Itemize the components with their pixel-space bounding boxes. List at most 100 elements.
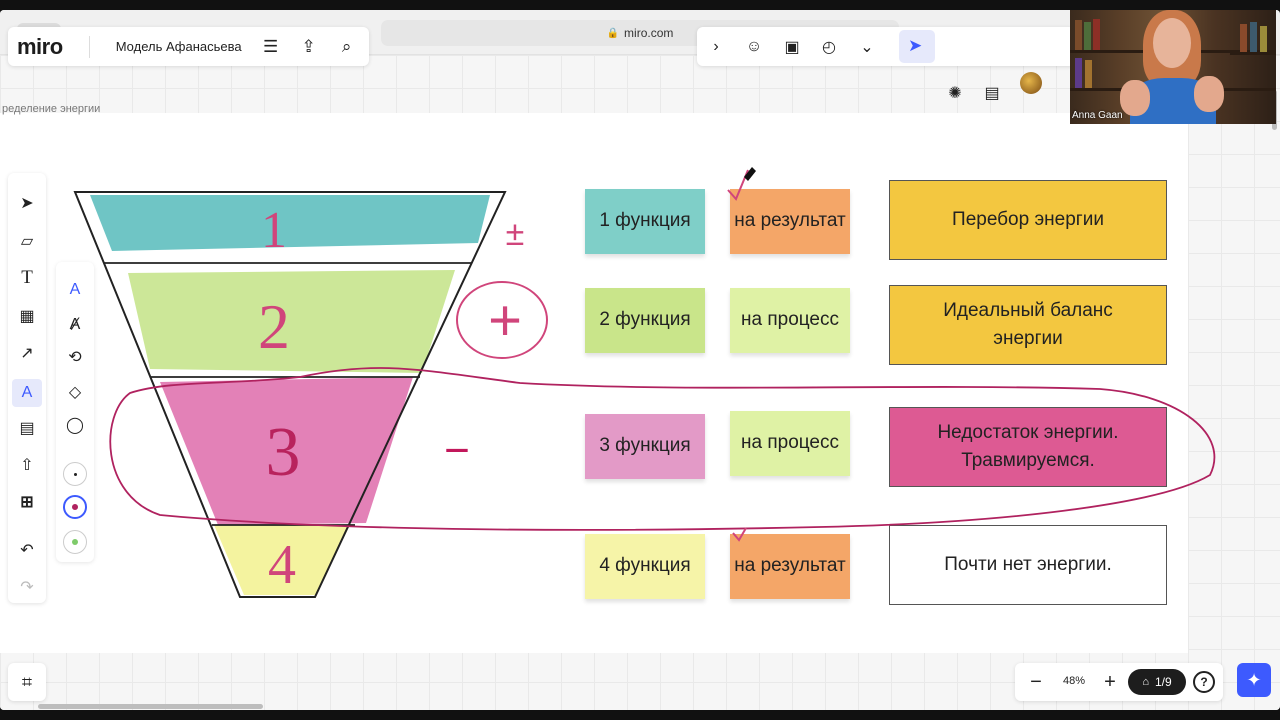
card-energy-none[interactable]: Почти нет энергии. xyxy=(889,525,1167,605)
sticky-label: 2 функция xyxy=(599,309,691,331)
sticky-result-4[interactable]: на результат xyxy=(730,534,850,599)
board-title[interactable]: Модель Афанасьева xyxy=(115,39,242,54)
highlighter-icon[interactable]: Ⱥ xyxy=(69,316,81,333)
expand-chevron-icon[interactable]: › xyxy=(713,38,719,55)
smart-draw-icon[interactable]: ⟲ xyxy=(68,349,82,366)
menu-icon[interactable]: ☰ xyxy=(262,36,279,56)
zoom-in-button[interactable]: + xyxy=(1104,671,1116,693)
sticky-function-1[interactable]: 1 функция xyxy=(585,189,705,254)
upload-icon[interactable]: ⇧ xyxy=(20,457,34,474)
ink-drawing-layer[interactable]: 1 2 3 4 ± + − xyxy=(0,55,1280,665)
sticky-process-3[interactable]: на процесс xyxy=(730,411,850,476)
card-label: Идеальный баланс энергии xyxy=(943,300,1113,349)
lock-icon: 🔒 xyxy=(606,27,620,39)
ink-loop-row-3 xyxy=(109,367,1216,531)
funnel-outline xyxy=(73,191,507,598)
check-mark-4 xyxy=(732,527,747,542)
header-divider xyxy=(88,35,90,58)
help-icon[interactable]: ? xyxy=(1193,671,1215,693)
search-icon[interactable]: ⌕ xyxy=(341,36,352,56)
funnel-band-3 xyxy=(160,377,413,525)
select-cursor-icon[interactable]: ➤ xyxy=(20,195,34,212)
sticky-process-2[interactable]: на процесс xyxy=(730,288,850,353)
card-energy-deficit[interactable]: Недостаток энергии. Травмируемся. xyxy=(889,407,1167,487)
ai-assist-button[interactable]: ✦ xyxy=(1237,663,1271,697)
color-swatch-thin[interactable] xyxy=(63,462,87,486)
mark-plus-minus: ± xyxy=(506,215,525,253)
sparkle-icon: ✦ xyxy=(1246,669,1262,690)
url-text: miro.com xyxy=(624,26,674,40)
webcam-video: Anna Gaan xyxy=(1070,10,1276,124)
sticky-label: на процесс xyxy=(741,432,839,454)
check-mark-1 xyxy=(727,169,749,201)
participant-name: Anna Gaan xyxy=(1072,110,1123,121)
celebrate-icon[interactable]: ✺ xyxy=(948,85,962,102)
comment-icon[interactable]: ▤ xyxy=(984,85,1000,102)
reactions-icon[interactable]: ☺ xyxy=(745,38,763,55)
board-header-panel: miro Модель Афанасьева ☰ ⇪ ⌕ xyxy=(8,27,369,66)
user-avatar[interactable] xyxy=(1020,72,1042,94)
funnel-band-2 xyxy=(128,270,455,373)
presentation-mode-button[interactable]: ➤ xyxy=(899,30,935,63)
add-more-icon[interactable]: ⊞ xyxy=(20,494,34,511)
more-chevron-icon[interactable]: ⌄ xyxy=(860,39,874,56)
timer-icon[interactable]: ◴ xyxy=(822,39,836,56)
card-label: Почти нет энергии. xyxy=(944,554,1112,576)
redo-icon[interactable]: ↷ xyxy=(20,579,34,596)
text-tool-icon[interactable]: T xyxy=(21,267,33,288)
sticky-label: 4 функция xyxy=(599,555,691,577)
zoom-level[interactable]: 48% xyxy=(1062,675,1086,687)
horizontal-scrollbar[interactable] xyxy=(38,704,263,709)
zoom-out-button[interactable]: − xyxy=(1030,671,1042,693)
funnel-band-4 xyxy=(214,525,350,595)
undo-icon[interactable]: ↶ xyxy=(20,542,34,559)
frames-panel-button[interactable]: ⌗ xyxy=(8,663,46,701)
cards-icon[interactable]: ▣ xyxy=(784,39,800,56)
funnel-band-1 xyxy=(90,195,490,251)
creation-toolbar: ➤ ▱ T ▦ ↗ A ▤ ⇧ ⊞ ↶ ↷ xyxy=(8,173,46,603)
sticky-label: 1 функция xyxy=(599,210,691,232)
frame-title[interactable]: ределение энергии xyxy=(2,103,101,115)
card-label: Перебор энергии xyxy=(952,209,1104,231)
pen-options-toolbar: A Ⱥ ⟲ ◇ ◯ xyxy=(56,262,94,562)
mark-minus: − xyxy=(444,426,470,475)
sticky-label: 3 функция xyxy=(599,435,691,457)
pen-icon[interactable]: A xyxy=(69,281,81,298)
lasso-icon[interactable]: ◯ xyxy=(66,417,84,434)
sticky-label: на результат xyxy=(734,210,846,232)
sticky-label: на результат xyxy=(734,555,846,577)
pen-tool-icon[interactable]: A xyxy=(12,379,42,407)
card-energy-balance[interactable]: Идеальный баланс энергии xyxy=(889,285,1167,365)
funnel-number-4: 4 xyxy=(268,534,296,596)
page-indicator[interactable]: ⌂ 1/9 xyxy=(1128,669,1186,695)
color-swatch-green[interactable] xyxy=(63,530,87,554)
funnel-number-2: 2 xyxy=(258,291,290,362)
cursor-arrow-icon: ➤ xyxy=(908,36,923,55)
connector-arrow-icon[interactable]: ↗ xyxy=(20,345,34,362)
collaboration-toolbar: › ☺ ▣ ◴ ⌄ xyxy=(697,27,1075,66)
sticky-result-1[interactable]: на результат xyxy=(730,189,850,254)
zoom-controls: − 48% + ⌂ 1/9 ? xyxy=(1015,663,1223,701)
card-energy-excess[interactable]: Перебор энергии xyxy=(889,180,1167,260)
frame-icon: ⌗ xyxy=(21,671,33,692)
funnel-number-3: 3 xyxy=(266,414,301,491)
comment-tool-icon[interactable]: ▤ xyxy=(19,420,35,437)
sticky-label: на процесс xyxy=(741,309,839,331)
mark-circle xyxy=(456,281,548,359)
funnel-number-1: 1 xyxy=(261,202,287,259)
sticky-function-4[interactable]: 4 функция xyxy=(585,534,705,599)
share-export-icon[interactable]: ⇪ xyxy=(301,36,316,56)
mark-plus: + xyxy=(488,288,522,353)
miro-logo[interactable]: miro xyxy=(17,33,63,59)
card-label: Недостаток энергии. Травмируемся. xyxy=(937,422,1119,471)
sticky-note-icon[interactable]: ▱ xyxy=(20,233,34,250)
sticky-function-3[interactable]: 3 функция xyxy=(585,414,705,479)
sticky-function-2[interactable]: 2 функция xyxy=(585,288,705,353)
color-swatch-red[interactable] xyxy=(63,495,87,519)
eraser-icon[interactable]: ◇ xyxy=(68,384,82,401)
gift-icon: ⌂ xyxy=(1142,676,1149,688)
pen-cursor-icon xyxy=(744,167,756,181)
template-icon[interactable]: ▦ xyxy=(19,308,35,325)
app-frame: ▭ ◫ ▾ ‹ › 🔒 miro.com 🔊 ⟳ ределение энерг… xyxy=(0,10,1280,710)
page-count: 1/9 xyxy=(1154,675,1172,689)
